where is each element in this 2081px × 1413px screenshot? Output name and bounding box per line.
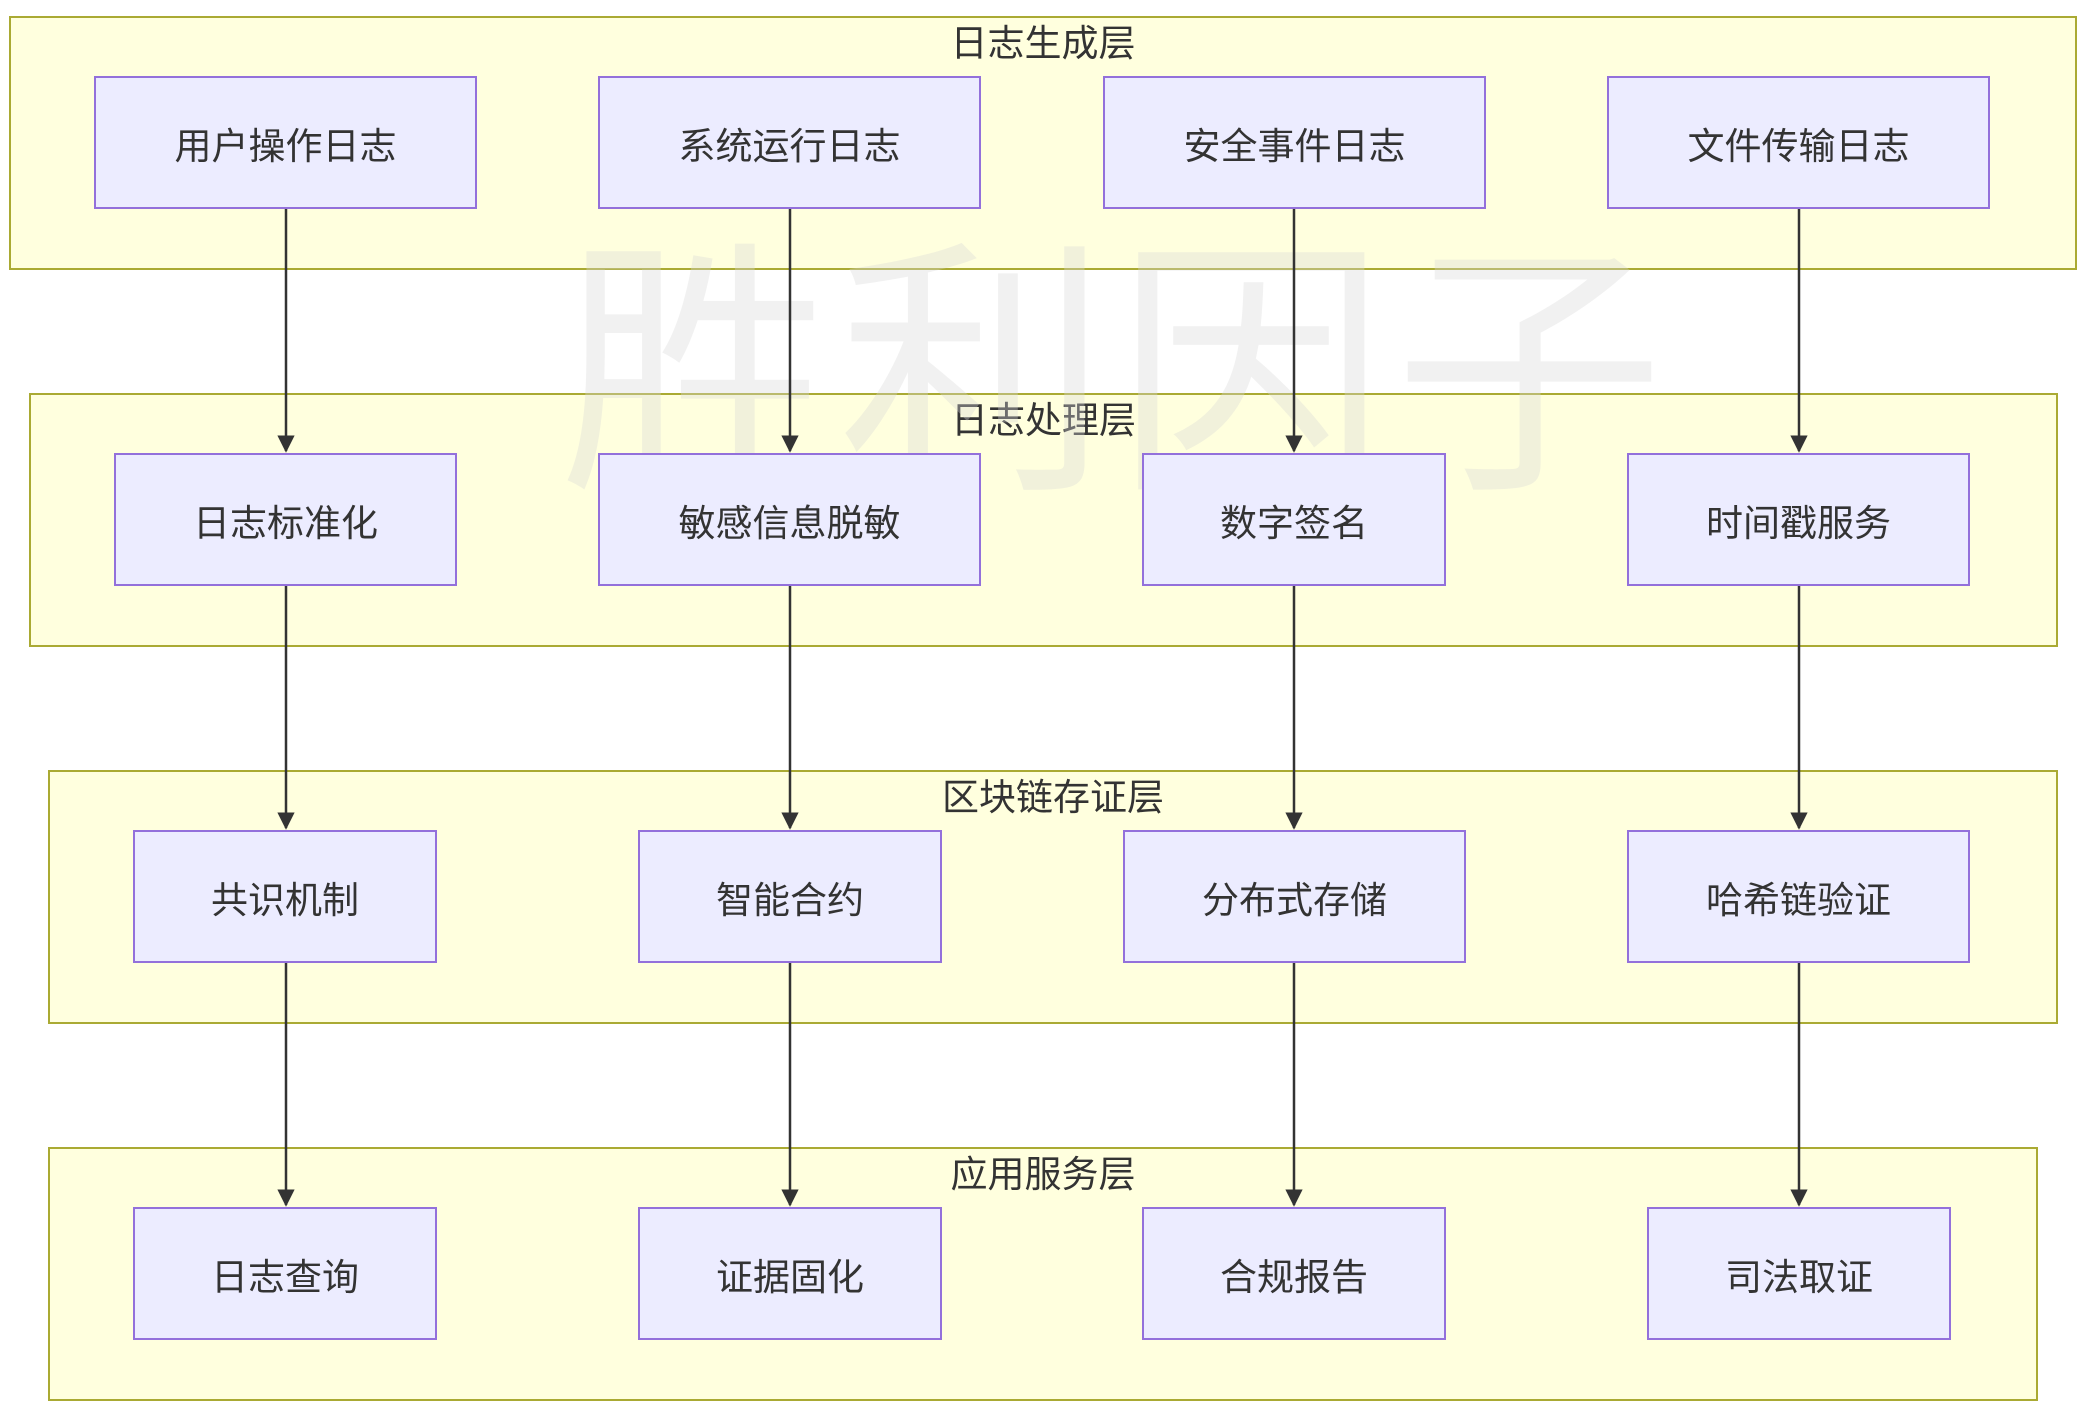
node-security-event-log[interactable]: 安全事件日志 <box>1103 76 1486 209</box>
node-sensitive-info-masking[interactable]: 敏感信息脱敏 <box>598 453 981 586</box>
layer-title: 日志处理层 <box>951 399 1136 442</box>
layer-title: 日志生成层 <box>950 22 1136 65</box>
node-distributed-storage[interactable]: 分布式存储 <box>1123 830 1466 963</box>
node-log-standardization[interactable]: 日志标准化 <box>114 453 457 586</box>
node-log-query[interactable]: 日志查询 <box>133 1207 437 1340</box>
node-judicial-forensics[interactable]: 司法取证 <box>1647 1207 1951 1340</box>
node-consensus-mechanism[interactable]: 共识机制 <box>133 830 437 963</box>
layer-title: 应用服务层 <box>950 1153 1136 1196</box>
node-evidence-solidification[interactable]: 证据固化 <box>638 1207 942 1340</box>
node-compliance-report[interactable]: 合规报告 <box>1142 1207 1446 1340</box>
node-smart-contract[interactable]: 智能合约 <box>638 830 942 963</box>
layer-title: 区块链存证层 <box>942 776 1164 819</box>
node-digital-signature[interactable]: 数字签名 <box>1142 453 1446 586</box>
node-system-run-log[interactable]: 系统运行日志 <box>598 76 981 209</box>
node-file-transfer-log[interactable]: 文件传输日志 <box>1607 76 1990 209</box>
node-hash-chain-verification[interactable]: 哈希链验证 <box>1627 830 1970 963</box>
node-user-operation-log[interactable]: 用户操作日志 <box>94 76 477 209</box>
node-timestamp-service[interactable]: 时间戳服务 <box>1627 453 1970 586</box>
